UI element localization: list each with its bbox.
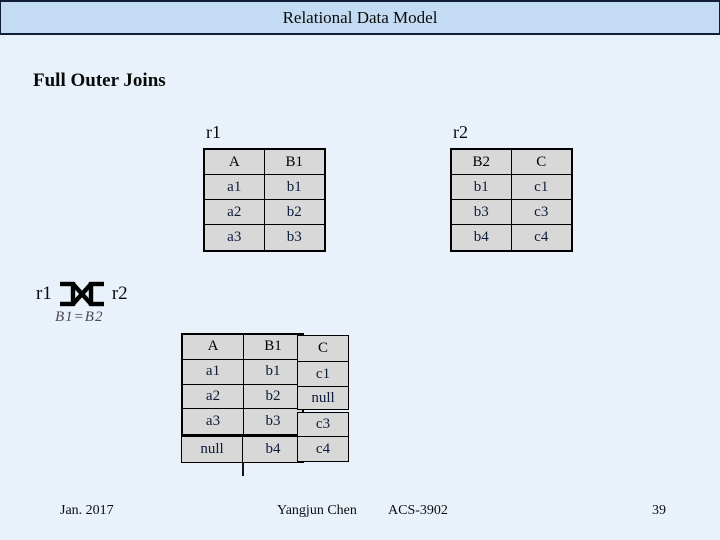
column-divider-tail [242,462,244,476]
table-cell: b1 [264,175,324,200]
join-expression: r1 r2 [36,280,128,308]
join-left-operand: r1 [36,283,52,304]
footer-date: Jan. 2017 [60,503,114,518]
join-condition: B1=B2 [55,309,104,325]
result-table-c-column: C c1 null c3 c4 [297,335,349,462]
footer-course: ACS-3902 [388,503,448,518]
table-header-cell: A [183,335,244,360]
table-cell: a3 [183,409,244,434]
join-right-operand: r2 [111,283,128,304]
r1-label: r1 [206,122,221,142]
r2-label: r2 [453,122,468,142]
table-cell: a2 [183,384,244,410]
table-cell: c4 [297,436,349,462]
table-header-cell: C [511,150,571,175]
result-table-main: A B1 a1 b1 a2 b2 a3 b3 [181,333,304,436]
table-cell: b2 [244,385,302,410]
table-cell: a3 [205,225,265,250]
table-header-cell: B2 [452,150,512,175]
table-cell: b3 [452,200,512,225]
table-cell: c3 [511,200,571,225]
table-cell: b2 [264,200,324,225]
table-cell: b1 [244,360,302,385]
footer-page-number: 39 [652,503,666,518]
footer-author: Yangjun Chen [277,503,357,518]
table-cell: a2 [205,200,265,225]
table-cell: a1 [205,175,265,200]
table-header-cell: C [297,335,349,362]
slide-header-band: Relational Data Model [0,0,720,35]
table-cell: b3 [286,229,302,245]
table-header-cell: B1 [244,335,302,360]
table-cell: c1 [511,175,571,200]
table-cell: b4 [452,225,512,250]
table-header-cell: B1 [264,150,324,175]
full-outer-join-icon [59,281,104,307]
r1-table: A B1 a1 b1 a2 b2 a3 b3 [203,148,326,252]
table-cell: b1 [452,175,512,200]
table-cell: c1 [297,361,349,387]
table-header-cell: A [205,150,265,175]
table-cell: b4 [265,441,281,457]
slide-title: Relational Data Model [282,7,438,27]
table-cell: null [182,437,243,462]
table-cell: a1 [183,359,244,385]
table-cell: null [297,386,349,410]
table-cell: b3 [265,413,281,430]
result-table-bottom-row: null b4 [181,436,304,463]
table-cell: c3 [297,412,349,437]
slide-heading: Full Outer Joins [33,70,166,91]
table-cell: c4 [534,229,549,245]
r2-table: B2 C b1 c1 b3 c3 b4 c4 [450,148,573,252]
